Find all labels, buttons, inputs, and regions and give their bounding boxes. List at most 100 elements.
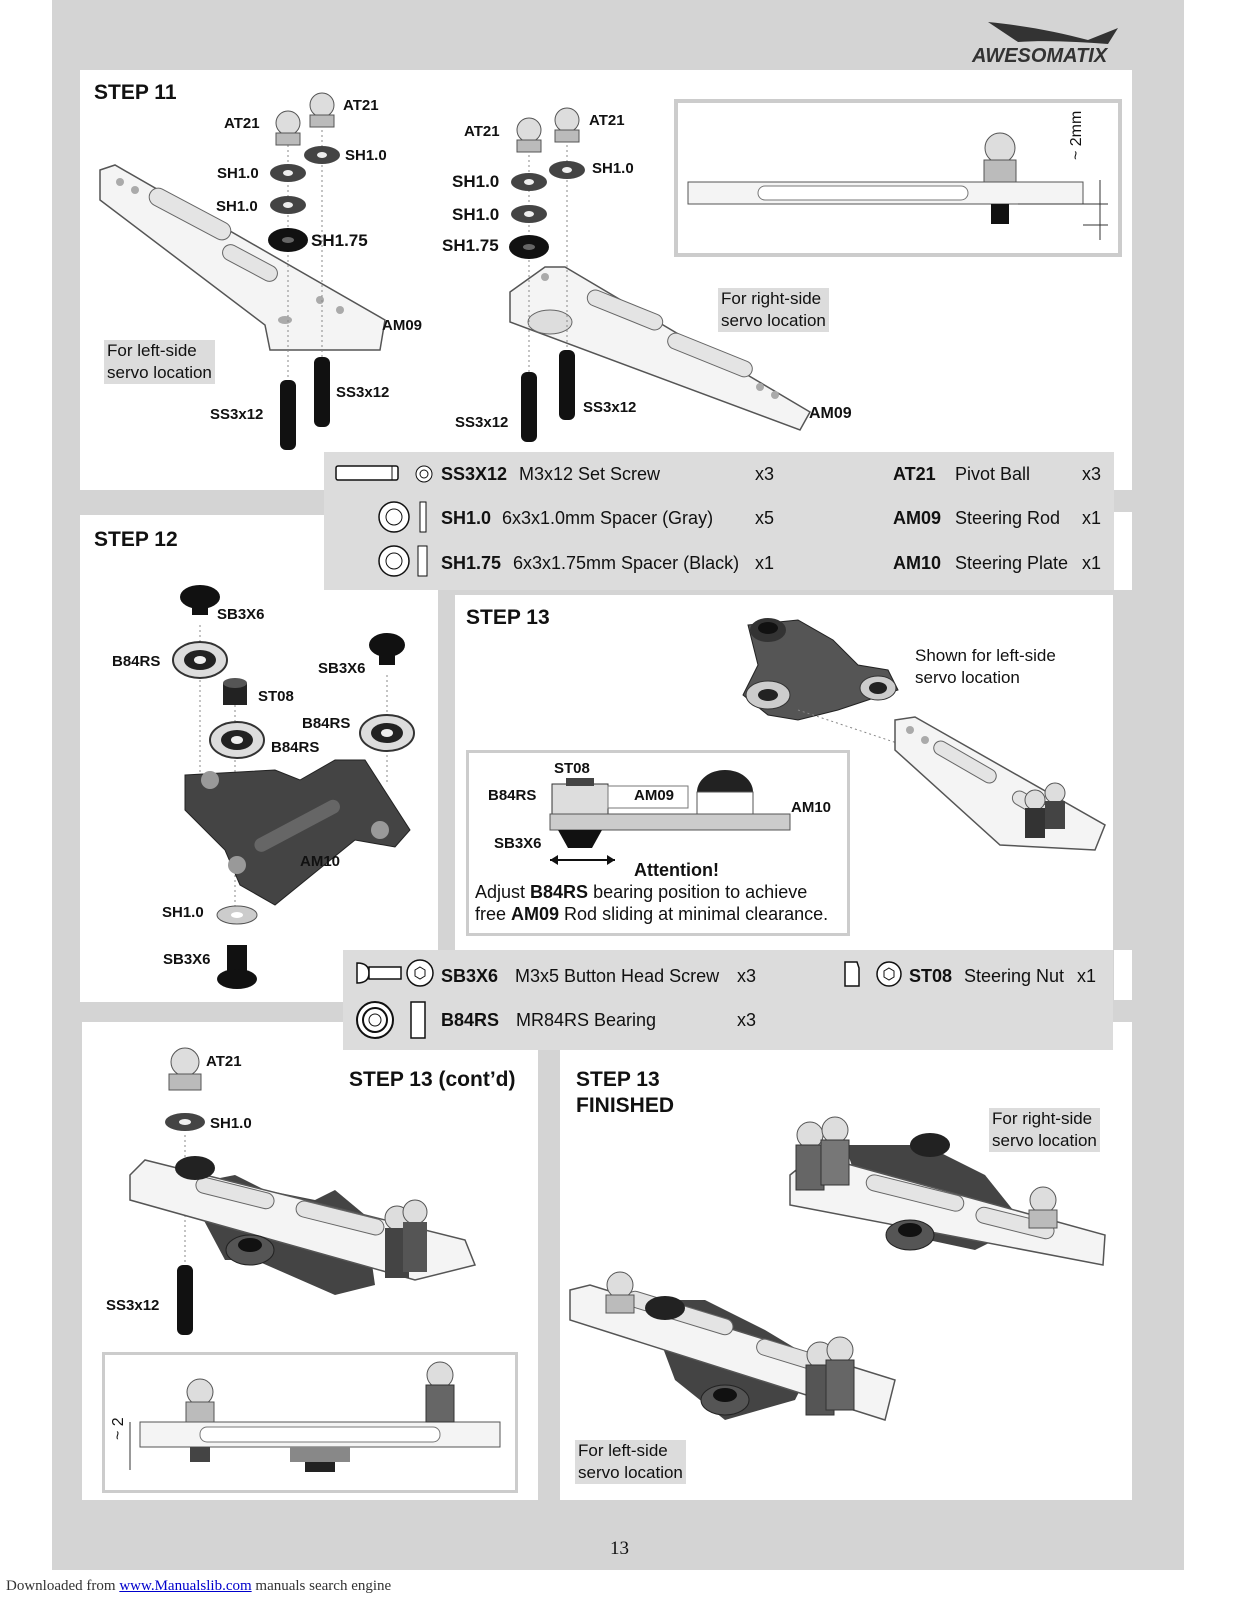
label-at21: AT21 <box>206 1053 242 1070</box>
label-ss3x12: SS3x12 <box>106 1297 160 1314</box>
step13b-detail-illustration <box>129 1361 501 1472</box>
step13f-left-assembly <box>569 1271 896 1421</box>
label-sh10: SH1.0 <box>592 160 634 177</box>
part-qty: x3 <box>737 1010 757 1030</box>
part-desc: Steering Nut <box>964 966 1065 986</box>
parts-list-2 <box>343 950 1113 1050</box>
label-ss3x12: SS3x12 <box>336 384 390 401</box>
part-row: AT21 <box>893 464 936 484</box>
step11-right-rod-illustration <box>509 266 812 431</box>
step12-illustration <box>172 585 415 989</box>
part-qty: x3 <box>755 464 775 484</box>
attention-line-1: Adjust B84RS bearing position to achieve <box>475 882 808 902</box>
bearing-icon <box>356 1001 426 1039</box>
part-qty: x1 <box>1082 553 1102 573</box>
part-desc: Steering Plate <box>955 553 1069 573</box>
part-row: ST08 <box>909 966 953 986</box>
detail-dimension: ~ 2mm <box>1068 110 1085 160</box>
detail-dimension: ~ 2 <box>110 1417 127 1440</box>
set-screw-end-icon <box>415 465 433 483</box>
label-sh10: SH1.0 <box>217 165 259 182</box>
brand-logo: AWESOMATIX <box>971 22 1118 67</box>
part-desc: 6x3x1.0mm Spacer (Gray) <box>502 508 714 528</box>
label-ss3x12: SS3x12 <box>455 414 509 431</box>
manualslib-link[interactable]: www.Manualslib.com <box>119 1578 252 1594</box>
label-st08: ST08 <box>554 760 590 777</box>
part-qty: x3 <box>737 966 757 986</box>
label-ss3x12: SS3x12 <box>210 406 264 423</box>
step13-detail-frame <box>466 750 850 936</box>
step11-left-rod-illustration <box>99 164 386 351</box>
step11-title: STEP 11 <box>94 81 177 104</box>
part-qty: x1 <box>755 553 775 573</box>
label-sh10: SH1.0 <box>345 147 387 164</box>
part-desc: Steering Rod <box>955 508 1061 528</box>
label-sh10: SH1.0 <box>216 198 258 215</box>
label-am09: AM09 <box>809 405 852 422</box>
note-left-servo: For left-side servo location <box>104 340 215 384</box>
step13b-title: STEP 13 (cont’d) <box>349 1068 516 1091</box>
step11-right-parts <box>509 107 585 442</box>
label-sb3x6: SB3X6 <box>494 835 542 852</box>
part-desc: MR84RS Bearing <box>516 1010 657 1030</box>
attention-heading: Attention! <box>634 860 719 880</box>
parts-list-1 <box>324 452 1114 590</box>
label-sh175: SH1.75 <box>442 236 499 255</box>
button-head-screw-icon <box>356 962 402 984</box>
label-ss3x12: SS3x12 <box>583 399 637 416</box>
label-sb3x6: SB3X6 <box>163 951 211 968</box>
part-qty: x3 <box>1082 464 1102 484</box>
step13-rod-illustration <box>894 716 1106 851</box>
part-desc: Pivot Ball <box>955 464 1031 484</box>
label-am10: AM10 <box>791 799 832 816</box>
label-st08: ST08 <box>258 688 294 705</box>
label-at21: AT21 <box>464 123 500 140</box>
step13b-illustration <box>129 1047 477 1335</box>
label-sb3x6: SB3X6 <box>217 606 265 623</box>
label-sh10: SH1.0 <box>452 172 500 191</box>
label-b84rs: B84RS <box>302 715 351 732</box>
parts-list-2-right-strip <box>1114 950 1132 1000</box>
step12-title: STEP 12 <box>94 528 178 551</box>
part-desc: M3x5 Button Head Screw <box>515 966 720 986</box>
set-screw-icon <box>335 465 399 481</box>
note-right-servo: For right-side servo location <box>989 1108 1100 1152</box>
part-desc: 6x3x1.75mm Spacer (Black) <box>513 553 740 573</box>
attention-line-2: free AM09 Rod sliding at minimal clearan… <box>475 904 829 924</box>
brand-name: AWESOMATIX <box>971 45 1109 67</box>
label-am10: AM10 <box>300 853 341 870</box>
part-qty: x1 <box>1077 966 1097 986</box>
note-left-servo: For left-side servo location <box>575 1440 686 1484</box>
label-at21: AT21 <box>589 112 625 129</box>
part-row: SS3X12 <box>441 464 508 484</box>
label-at21: AT21 <box>343 97 379 114</box>
part-row: SH1.0 <box>441 508 492 528</box>
part-qty: x5 <box>755 508 775 528</box>
label-b84rs: B84RS <box>488 787 537 804</box>
part-row: AM10 <box>893 553 942 573</box>
step12-panel <box>80 515 324 590</box>
part-desc: M3x12 Set Screw <box>519 464 661 484</box>
label-at21: AT21 <box>224 115 260 132</box>
label-sh10: SH1.0 <box>162 904 204 921</box>
label-sh10: SH1.0 <box>210 1115 252 1132</box>
screw-head-hex-icon <box>406 959 434 987</box>
step13-title: STEP 13 <box>466 606 550 629</box>
footer-suffix: manuals search engine <box>251 1578 392 1594</box>
part-row: B84RS <box>441 1010 500 1030</box>
step13f-panel-right-strip <box>1113 1022 1132 1500</box>
step13f-title-line-1: STEP 13 <box>576 1068 660 1091</box>
step13f-title-line-2: FINISHED <box>576 1094 675 1117</box>
label-sh175: SH1.75 <box>311 231 368 250</box>
spacer-black-icon <box>378 545 428 577</box>
label-sb3x6: SB3X6 <box>318 660 366 677</box>
step11-detail-frame <box>674 99 1122 257</box>
step13-note: Shown for left-side servo location <box>915 646 1056 687</box>
download-footer: Downloaded from www.Manualslib.com manua… <box>6 1578 391 1595</box>
step12-panel-right-strip <box>1114 512 1132 590</box>
part-qty: x1 <box>1082 508 1102 528</box>
label-am09: AM09 <box>382 317 423 334</box>
part-row: AM09 <box>893 508 942 528</box>
step13f-right-assembly <box>789 1116 1106 1266</box>
label-b84rs: B84RS <box>112 653 161 670</box>
